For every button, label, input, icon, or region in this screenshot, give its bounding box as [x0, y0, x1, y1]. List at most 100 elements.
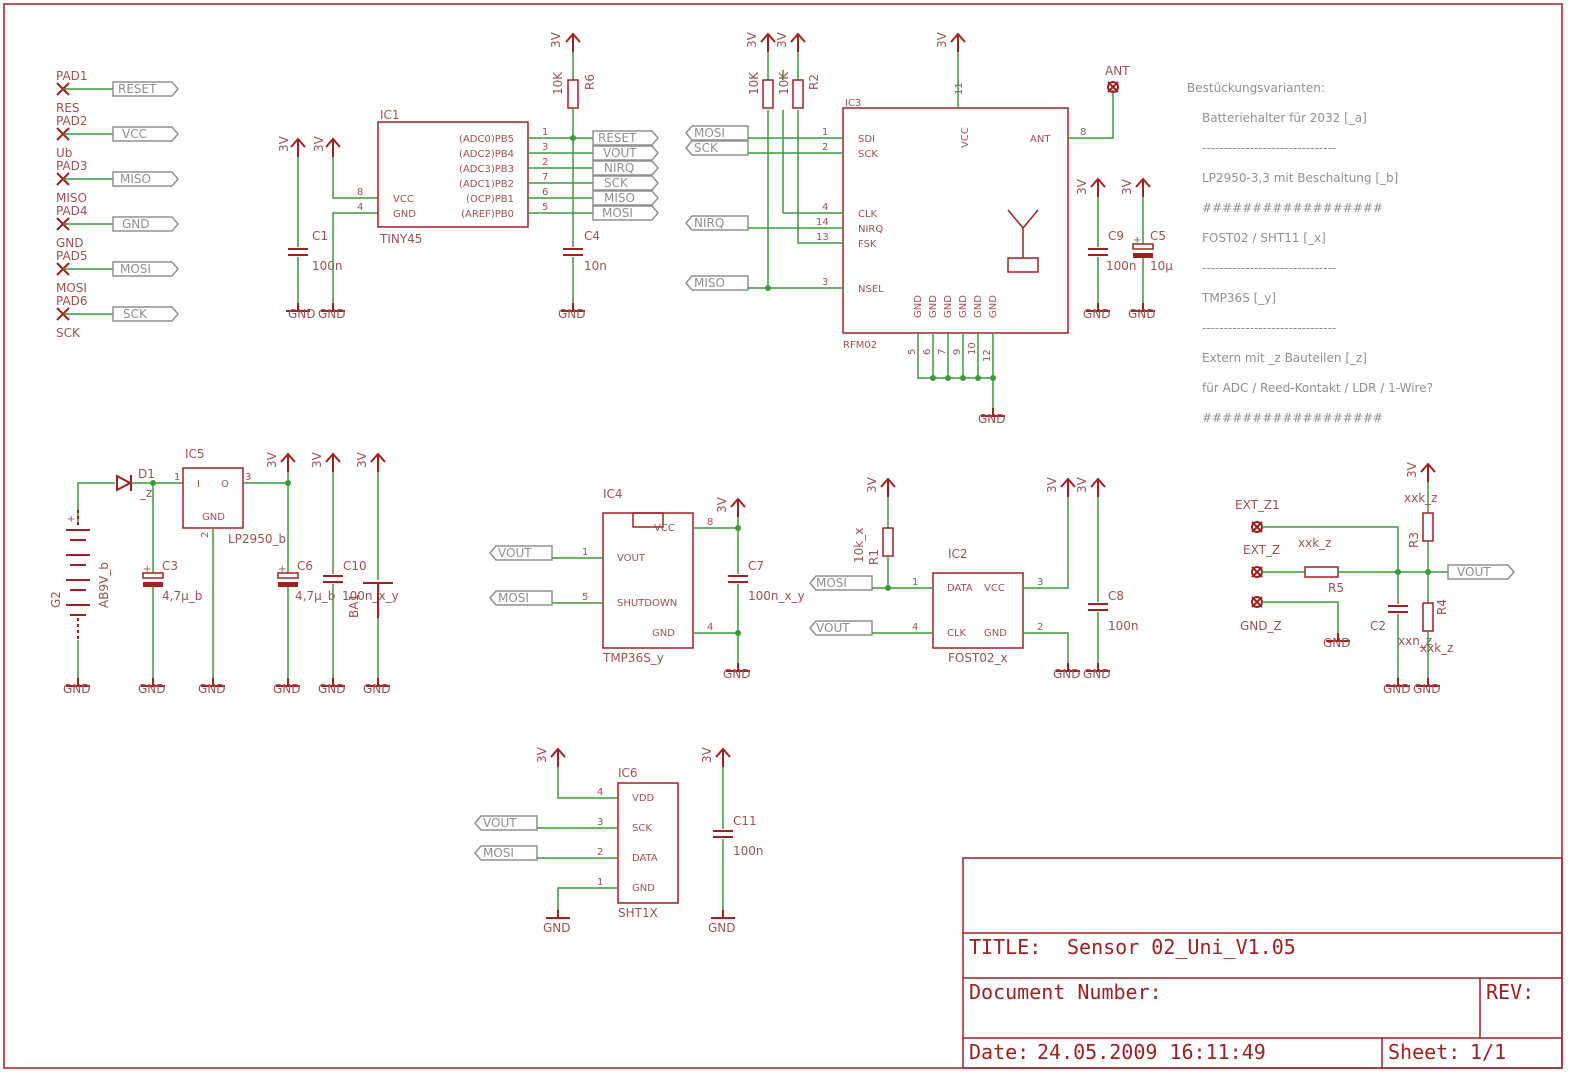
supply-label: 3V: [745, 31, 759, 48]
pin-label: VOUT: [617, 553, 646, 564]
c1-value: 100n: [312, 259, 343, 273]
c5-value: 10µ: [1150, 259, 1173, 273]
ic1-right-pins: (ADC0)PB5 (ADC2)PB4 (ADC3)PB3 (ADC1)PB2 …: [459, 127, 659, 221]
c9-name: C9: [1108, 229, 1124, 243]
pad-value: MISO: [56, 191, 87, 205]
ba1-name: BA1: [347, 594, 361, 618]
pin-label: NSEL: [858, 284, 884, 295]
net-label: NIRQ: [604, 161, 634, 175]
pin-number: 1: [542, 127, 548, 138]
pad-name: PAD2: [56, 114, 88, 128]
c1-name: C1: [312, 229, 328, 243]
c8-name: C8: [1108, 589, 1124, 603]
net-label: VOUT: [603, 146, 637, 160]
pads-block: PAD1 RES RESET PAD2 Ub VCC PAD3 MISO MIS…: [56, 69, 179, 340]
pin-number: 5: [542, 202, 548, 213]
ext-z-connector: [1251, 566, 1263, 578]
sheet-value: 1/1: [1470, 1040, 1506, 1064]
pin-label: GND: [652, 628, 675, 639]
gnd-label: GND: [318, 307, 346, 321]
rev-label: REV:: [1486, 980, 1534, 1004]
svg-text:+: +: [143, 564, 151, 575]
supply-label: 3V: [310, 451, 324, 468]
g2-value: AB9V_b: [97, 562, 111, 608]
c7-value: 100n_x_y: [748, 589, 805, 603]
net-label: RESET: [598, 131, 637, 145]
gnd-label: GND: [363, 682, 391, 696]
notes-line: Batteriehalter für 2032 [_a]: [1202, 111, 1367, 125]
pad-5: PAD5 MOSI MOSI: [56, 249, 179, 295]
net-label: GND: [122, 217, 150, 231]
ba1-battery: 3V GND BA1: [347, 451, 393, 696]
pin-label: GND: [913, 295, 924, 318]
gnd-label: GND: [273, 682, 301, 696]
pin-number: 1: [582, 547, 588, 558]
gnd-label: GND: [198, 682, 226, 696]
supply-label: 3V: [1405, 461, 1419, 478]
r3-value: xxk_z: [1404, 491, 1437, 505]
gnd-label: GND: [1413, 682, 1441, 696]
c5-name: C5: [1150, 229, 1166, 243]
net-label: VCC: [122, 127, 147, 141]
c6-capacitor: 3V + GND C6 4,7µ_b: [265, 451, 335, 696]
c8-capacitor: 3V GND C8 100n: [1075, 476, 1139, 681]
r6-value: 10K: [551, 71, 565, 95]
r1-resistor: 3V R1 10k_x: [852, 476, 896, 588]
pin-label: SCK: [858, 149, 878, 160]
pin-label: VDD: [632, 793, 655, 804]
pin-label: GND: [632, 883, 655, 894]
gnd-z-label: GND_Z: [1240, 619, 1282, 633]
pin-label: CLK: [858, 209, 878, 220]
c11-capacitor: 3V GND C11 100n: [700, 746, 764, 935]
c9-c5: 3V GND C9 100n 3V + GND C5 10µ: [1075, 178, 1173, 321]
ext-z1-connector: [1251, 521, 1263, 533]
supply-label: 3V: [715, 496, 729, 513]
r5-value: xxk_z: [1298, 536, 1331, 550]
pin-number: 2: [597, 847, 603, 858]
pin-number: 4: [357, 202, 363, 213]
pad-3: PAD3 MISO MISO: [56, 159, 179, 205]
pad-name: PAD5: [56, 249, 88, 263]
r2-name: R2: [807, 74, 821, 90]
supply-label: 3V: [355, 451, 369, 468]
pin-label: GND: [928, 295, 939, 318]
ic5-gnd: GND: [202, 512, 225, 523]
pin-label: FSK: [858, 239, 877, 250]
supply-label: 3V: [935, 31, 949, 48]
pin-label: SHUTDOWN: [617, 598, 677, 609]
pin-number: 3: [245, 472, 251, 483]
net-label: VOUT: [1457, 565, 1491, 579]
battery-g2: + GND G2 AB9V_b: [49, 482, 115, 696]
c7-name: C7: [748, 559, 764, 573]
c2-value: xxn_z: [1398, 634, 1432, 648]
net-label: MISO: [694, 276, 725, 290]
gnd-label: GND: [1323, 636, 1351, 650]
pin-number: 5: [907, 349, 918, 355]
ic1-chip: IC1 TINY45 VCC GND (ADC0)PB5 (ADC2)PB4 (…: [377, 108, 659, 246]
c10-value: 100n_x_y: [342, 589, 399, 603]
notes-line: FOST02 / SHT11 [_x]: [1202, 231, 1326, 245]
net-label: MOSI: [816, 576, 847, 590]
gnd-label: GND: [1383, 682, 1411, 696]
ic6-value: SHT1X: [618, 906, 658, 920]
supply-label: 3V: [1075, 178, 1089, 195]
pin-label: (AREF)PB0: [461, 209, 514, 220]
pad-4: PAD4 GND GND: [56, 204, 179, 250]
net-label: NIRQ: [694, 216, 724, 230]
net-label: SCK: [604, 176, 629, 190]
c1-capacitor: 3V GND C1 100n: [277, 135, 343, 321]
ic1-supply: 3V GND 8 4: [312, 135, 378, 321]
pin-label: (ADC2)PB4: [459, 149, 514, 160]
pin-number: 12: [982, 349, 993, 362]
ic3-left-nets: MOSI SCK NIRQ MISO 3V 3V 10K 10K R2: [685, 31, 843, 291]
ic3-value: RFM02: [843, 340, 877, 351]
ic5-out: O: [221, 479, 229, 490]
d1-name: D1: [138, 467, 155, 481]
title-label: TITLE:: [969, 935, 1041, 959]
pin-number: 2: [200, 532, 211, 538]
gnd-label: GND: [1083, 667, 1111, 681]
ant-name: ANT: [1105, 64, 1130, 78]
ic1-value: TINY45: [379, 232, 422, 246]
ic3-rfm02: IC3 RFM02 SDI SCK CLK NIRQ FSK NSEL 1 2 …: [816, 31, 1130, 426]
